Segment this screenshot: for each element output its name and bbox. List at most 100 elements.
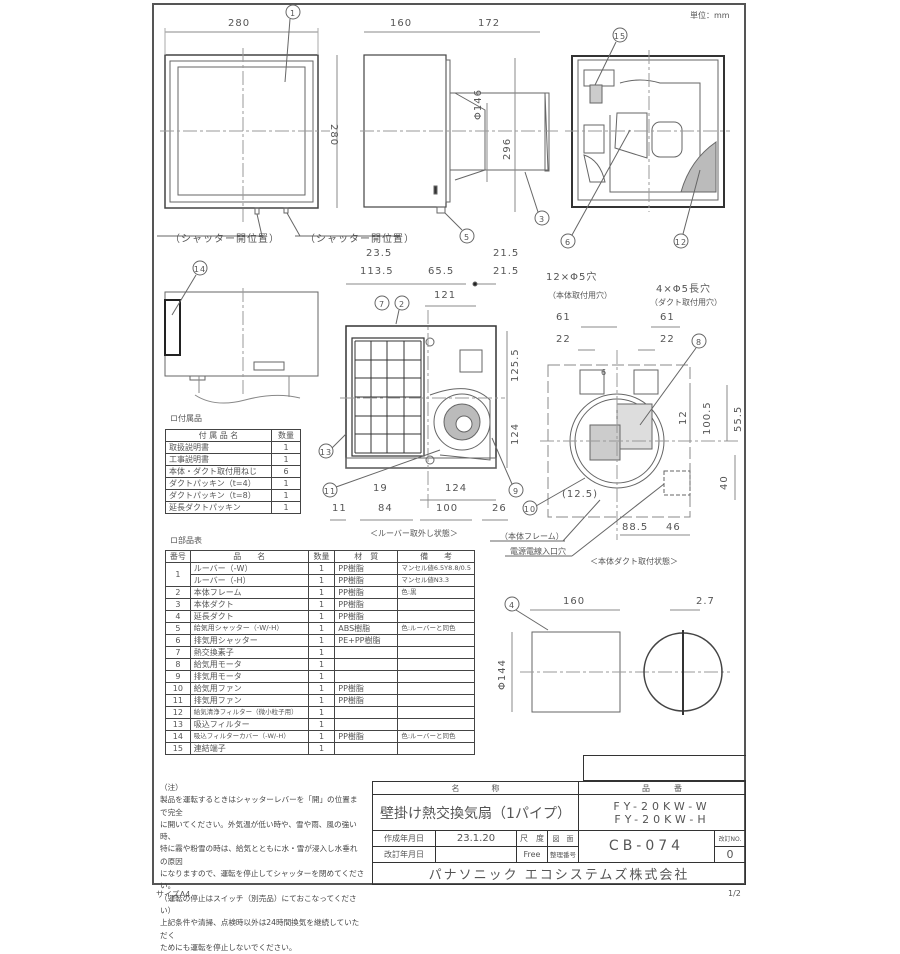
- name-header: 名 称: [372, 780, 579, 796]
- cell: 14: [165, 730, 191, 743]
- cell: PP樹脂: [334, 598, 399, 611]
- cell: PE+PP樹脂: [334, 634, 399, 647]
- cell: ダクトパッキン（t=4）: [165, 477, 272, 490]
- cell: 1: [271, 477, 301, 490]
- header-cell: 品 名: [189, 550, 309, 563]
- cell: 8: [165, 658, 191, 671]
- cell: PP樹脂: [334, 694, 399, 707]
- cell: 3: [165, 598, 191, 611]
- svg-text:12: 12: [675, 238, 687, 247]
- title-block-blank: [583, 755, 746, 781]
- cell: 12: [165, 706, 191, 719]
- cell: 1: [307, 718, 336, 731]
- technical-drawing: 1 3 5 15 6 12 14 7 2 13 11 9 8 10 4: [157, 4, 740, 715]
- dim-side-0: 125.5: [510, 348, 521, 382]
- dim-duct-40: 40: [719, 475, 730, 490]
- cell: ABS樹脂: [334, 622, 399, 635]
- svg-text:9: 9: [513, 487, 519, 496]
- table-header: 付 属 品 名 数量: [165, 429, 301, 442]
- product-name: 壁掛け熱交換気扇（1パイプ）: [372, 794, 579, 832]
- cell: 2: [165, 586, 191, 599]
- dim-ext-duct-length: 160: [563, 596, 586, 607]
- dim-duct-55-5: 55.5: [733, 405, 744, 432]
- cell: PP樹脂: [334, 610, 399, 623]
- note-line: （運転の停止はスイッチ（別売品）にておこなってください）: [160, 893, 357, 915]
- cell: 給気用ファン: [189, 682, 309, 695]
- cell: 1: [307, 706, 336, 719]
- cell: [334, 706, 399, 719]
- cell: [397, 598, 475, 611]
- dim-duct-12-5: (12.5): [562, 489, 599, 500]
- cell: 吸込フィルター: [189, 718, 309, 731]
- dim-bottom-4: 100: [436, 503, 459, 514]
- header-cell: 数量: [271, 429, 301, 442]
- note-line: に開いてください。外気温が低い時や、雪や雨、風の強い時、: [160, 819, 357, 842]
- louver-removed-caption: ＜ルーバー取外し状態＞: [370, 529, 458, 538]
- created-label: 作成年月日: [372, 830, 436, 847]
- duct-mount-caption: ＜本体ダクト取付状態＞: [590, 557, 678, 566]
- cell: [397, 670, 475, 683]
- hole-note-2: 4×Φ5長穴: [656, 284, 711, 295]
- model-1: FY-20KW-W: [613, 799, 711, 813]
- cell: [397, 658, 475, 671]
- company-name: パナソニック エコシステムズ株式会社: [372, 861, 746, 886]
- dim-duct-88-5: 88.5: [622, 522, 649, 533]
- svg-text:15: 15: [614, 32, 626, 41]
- cell: 1: [307, 634, 336, 647]
- cell: 本体フレーム: [189, 586, 309, 599]
- dim-duct-dia: Φ146: [473, 89, 484, 120]
- shutter-open-label-right: （シャッター開位置）: [305, 234, 415, 245]
- cell: 色:黒: [397, 586, 475, 599]
- cell: 10: [165, 682, 191, 695]
- revised-value: [435, 845, 517, 863]
- dim-duct-12: 12: [678, 410, 689, 425]
- cell: 給気用モータ: [189, 658, 309, 671]
- dim-bottom-5: 26: [492, 503, 507, 514]
- cell: ルーバー（-H）: [189, 574, 309, 587]
- cell: 1: [307, 622, 336, 635]
- accessories-title: ロ付属品: [170, 414, 202, 423]
- dim-bottom-0: 19: [373, 483, 388, 494]
- svg-text:13: 13: [320, 448, 332, 457]
- cell: 5: [165, 622, 191, 635]
- cell: 4: [165, 610, 191, 623]
- cell: 9: [165, 670, 191, 683]
- cell: 吸込フィルターカバー（-W/-H）: [189, 730, 309, 743]
- cell: 13: [165, 718, 191, 731]
- cell: 排気用シャッター: [189, 634, 309, 647]
- table-header: 番号 品 名 数量 材 質 備 考: [165, 550, 475, 563]
- cell: 11: [165, 694, 191, 707]
- svg-text:6: 6: [565, 238, 571, 247]
- svg-text:8: 8: [696, 338, 702, 347]
- model-2: FY-20KW-H: [614, 812, 710, 826]
- note-title: （注）: [160, 783, 183, 792]
- dim-ext-duct-dia: Φ144: [497, 659, 508, 690]
- cell: 取扱説明書: [165, 441, 272, 454]
- cell: 本体・ダクト取付用ねじ: [165, 465, 272, 478]
- cell: 1: [307, 610, 336, 623]
- dim-duct-46: 46: [666, 522, 681, 533]
- dim-overall-height: 296: [502, 137, 513, 160]
- rev-value: 0: [714, 845, 746, 863]
- cable-entry-label: 電源電線入口穴: [510, 547, 566, 556]
- svg-text:2: 2: [399, 300, 405, 309]
- cell: ルーバー（-W）: [189, 562, 309, 575]
- cell: ダクトパッキン（t=8）: [165, 489, 272, 502]
- paper-size-label: サイズA4: [156, 890, 191, 899]
- cell: 排気用モータ: [189, 670, 309, 683]
- title-block: 名 称 品 番 壁掛け熱交換気扇（1パイプ） FY-20KW-W FY-20KW…: [372, 780, 746, 886]
- unit-label: 単位：mm: [690, 11, 730, 20]
- header-cell: 付 属 品 名: [165, 429, 272, 442]
- cell: 6: [165, 634, 191, 647]
- rev-label: 改訂NO.: [714, 830, 746, 847]
- note-line: になりますので、運転を停止してシャッターを閉めてください。: [160, 869, 365, 891]
- cell: 1: [307, 562, 336, 575]
- cell: 1: [307, 586, 336, 599]
- svg-text:1: 1: [290, 9, 296, 18]
